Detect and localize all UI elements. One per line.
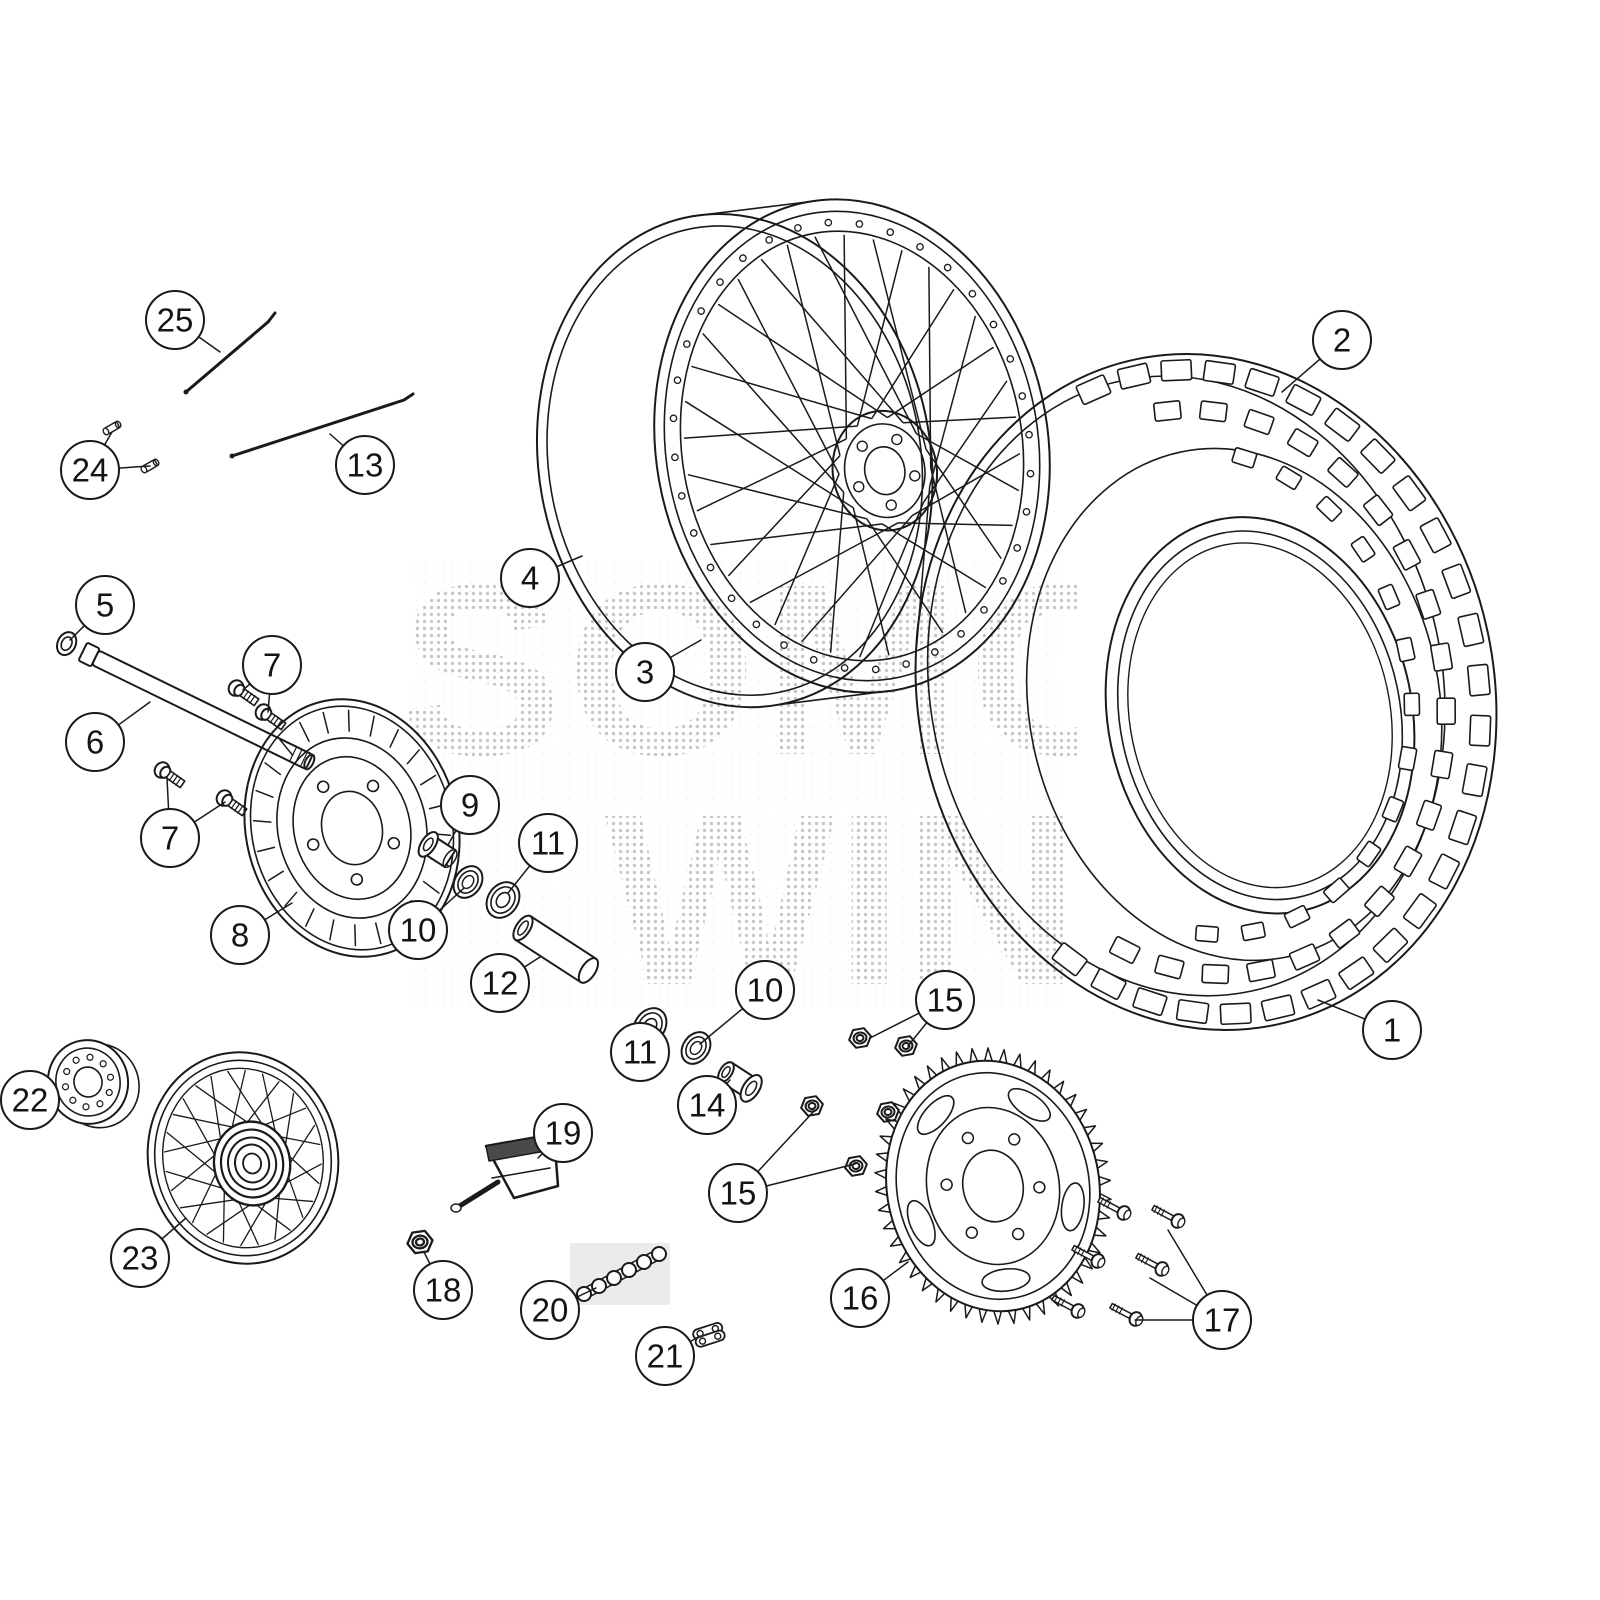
axle-drawing (55, 631, 316, 771)
callout-7[interactable]: 7 (242, 635, 302, 695)
callout-21[interactable]: 21 (635, 1326, 695, 1386)
rear-wheel-hub (212, 1120, 292, 1207)
callout-label-15: 15 (720, 1175, 757, 1212)
callout-11[interactable]: 11 (518, 813, 578, 873)
callout-9[interactable]: 9 (440, 775, 500, 835)
sprocket-screw-6 (1106, 1298, 1147, 1330)
callout-14[interactable]: 14 (677, 1075, 737, 1135)
callout-19[interactable]: 19 (533, 1103, 593, 1163)
callout-label-10: 10 (747, 972, 784, 1009)
spacer-bushing-drawing-14 (717, 1061, 763, 1103)
callout-16[interactable]: 16 (830, 1268, 890, 1328)
callout-20[interactable]: 20 (520, 1280, 580, 1340)
callout-label-10: 10 (400, 912, 437, 949)
spacer-bushing-drawing-9 (417, 831, 458, 869)
callout-15[interactable]: 15 (915, 970, 975, 1030)
callout-15[interactable]: 15 (708, 1163, 768, 1223)
callout-25[interactable]: 25 (145, 290, 205, 350)
callout-label-14: 14 (689, 1087, 726, 1124)
callout-label-24: 24 (72, 452, 109, 489)
callout-22[interactable]: 22 (0, 1070, 60, 1130)
callout-label-25: 25 (157, 302, 194, 339)
callout-2[interactable]: 2 (1312, 310, 1372, 370)
bearing-drawing-upper (478, 874, 528, 926)
rim-wheel-drawing (535, 198, 1051, 709)
callout-11[interactable]: 11 (610, 1022, 670, 1082)
callout-label-4: 4 (521, 560, 539, 597)
callout-label-21: 21 (647, 1338, 684, 1375)
seal-drawing-lower (674, 1025, 718, 1071)
callout-4[interactable]: 4 (500, 548, 560, 608)
callout-12[interactable]: 12 (470, 953, 530, 1013)
callout-label-15: 15 (927, 982, 964, 1019)
callout-5[interactable]: 5 (75, 575, 135, 635)
disc-bolt-3 (150, 758, 189, 792)
callout-label-13: 13 (347, 447, 384, 484)
callout-label-11: 11 (531, 825, 565, 862)
callout-label-22: 22 (12, 1082, 49, 1119)
sprocket-screw-2 (1148, 1200, 1189, 1232)
callout-label-6: 6 (86, 724, 104, 761)
tire-drawing (914, 353, 1498, 1031)
callout-label-7: 7 (161, 820, 179, 857)
wheel-hub (831, 409, 939, 532)
callout-label-19: 19 (545, 1115, 582, 1152)
callout-label-18: 18 (425, 1272, 462, 1309)
sprocket-screw-4 (1132, 1248, 1173, 1280)
rim-nipple-ring (669, 218, 1035, 674)
callout-10[interactable]: 10 (388, 900, 448, 960)
callout-label-23: 23 (122, 1240, 159, 1277)
rear-wheel-assembly-drawing (146, 1051, 340, 1265)
spoke-drawing-25 (183, 311, 277, 395)
callout-17[interactable]: 17 (1192, 1290, 1252, 1350)
spoke-drawing-13 (229, 392, 415, 459)
callout-label-7: 7 (263, 647, 281, 684)
callout-label-1: 1 (1383, 1012, 1401, 1049)
chain-master-link-drawing (692, 1322, 726, 1348)
callout-24[interactable]: 24 (60, 440, 120, 500)
callout-label-8: 8 (231, 917, 249, 954)
callout-6[interactable]: 6 (65, 712, 125, 772)
callout-label-11: 11 (623, 1034, 657, 1071)
callout-3[interactable]: 3 (615, 642, 675, 702)
callout-label-16: 16 (842, 1280, 879, 1317)
callout-label-3: 3 (636, 654, 654, 691)
callout-label-17: 17 (1204, 1302, 1241, 1339)
callout-label-2: 2 (1333, 322, 1351, 359)
callout-8[interactable]: 8 (210, 905, 270, 965)
sprocket-screw-3 (1068, 1240, 1109, 1272)
axle-nut-drawing (404, 1228, 436, 1256)
spacer-tube-drawing-12 (512, 914, 600, 984)
callout-label-12: 12 (482, 965, 519, 1002)
tire-knobs (1051, 358, 1492, 1026)
sprocket-screw-5 (1048, 1290, 1089, 1322)
callout-label-20: 20 (532, 1292, 569, 1329)
rim-barrel (535, 212, 934, 709)
callout-label-5: 5 (96, 587, 114, 624)
callout-23[interactable]: 23 (110, 1228, 170, 1288)
callout-10[interactable]: 10 (735, 960, 795, 1020)
callout-18[interactable]: 18 (413, 1260, 473, 1320)
callout-label-9: 9 (461, 787, 479, 824)
rear-hub-drawing (46, 1039, 140, 1129)
callout-1[interactable]: 1 (1362, 1000, 1422, 1060)
rear-sprocket-drawing (874, 1047, 1112, 1325)
callout-13[interactable]: 13 (335, 435, 395, 495)
callout-7[interactable]: 7 (140, 808, 200, 868)
callouts-layer: 1234567789101112111014151516171819202122… (0, 290, 1422, 1386)
chain-drawing (576, 1246, 667, 1302)
sprocket-nut-1 (846, 1026, 874, 1050)
